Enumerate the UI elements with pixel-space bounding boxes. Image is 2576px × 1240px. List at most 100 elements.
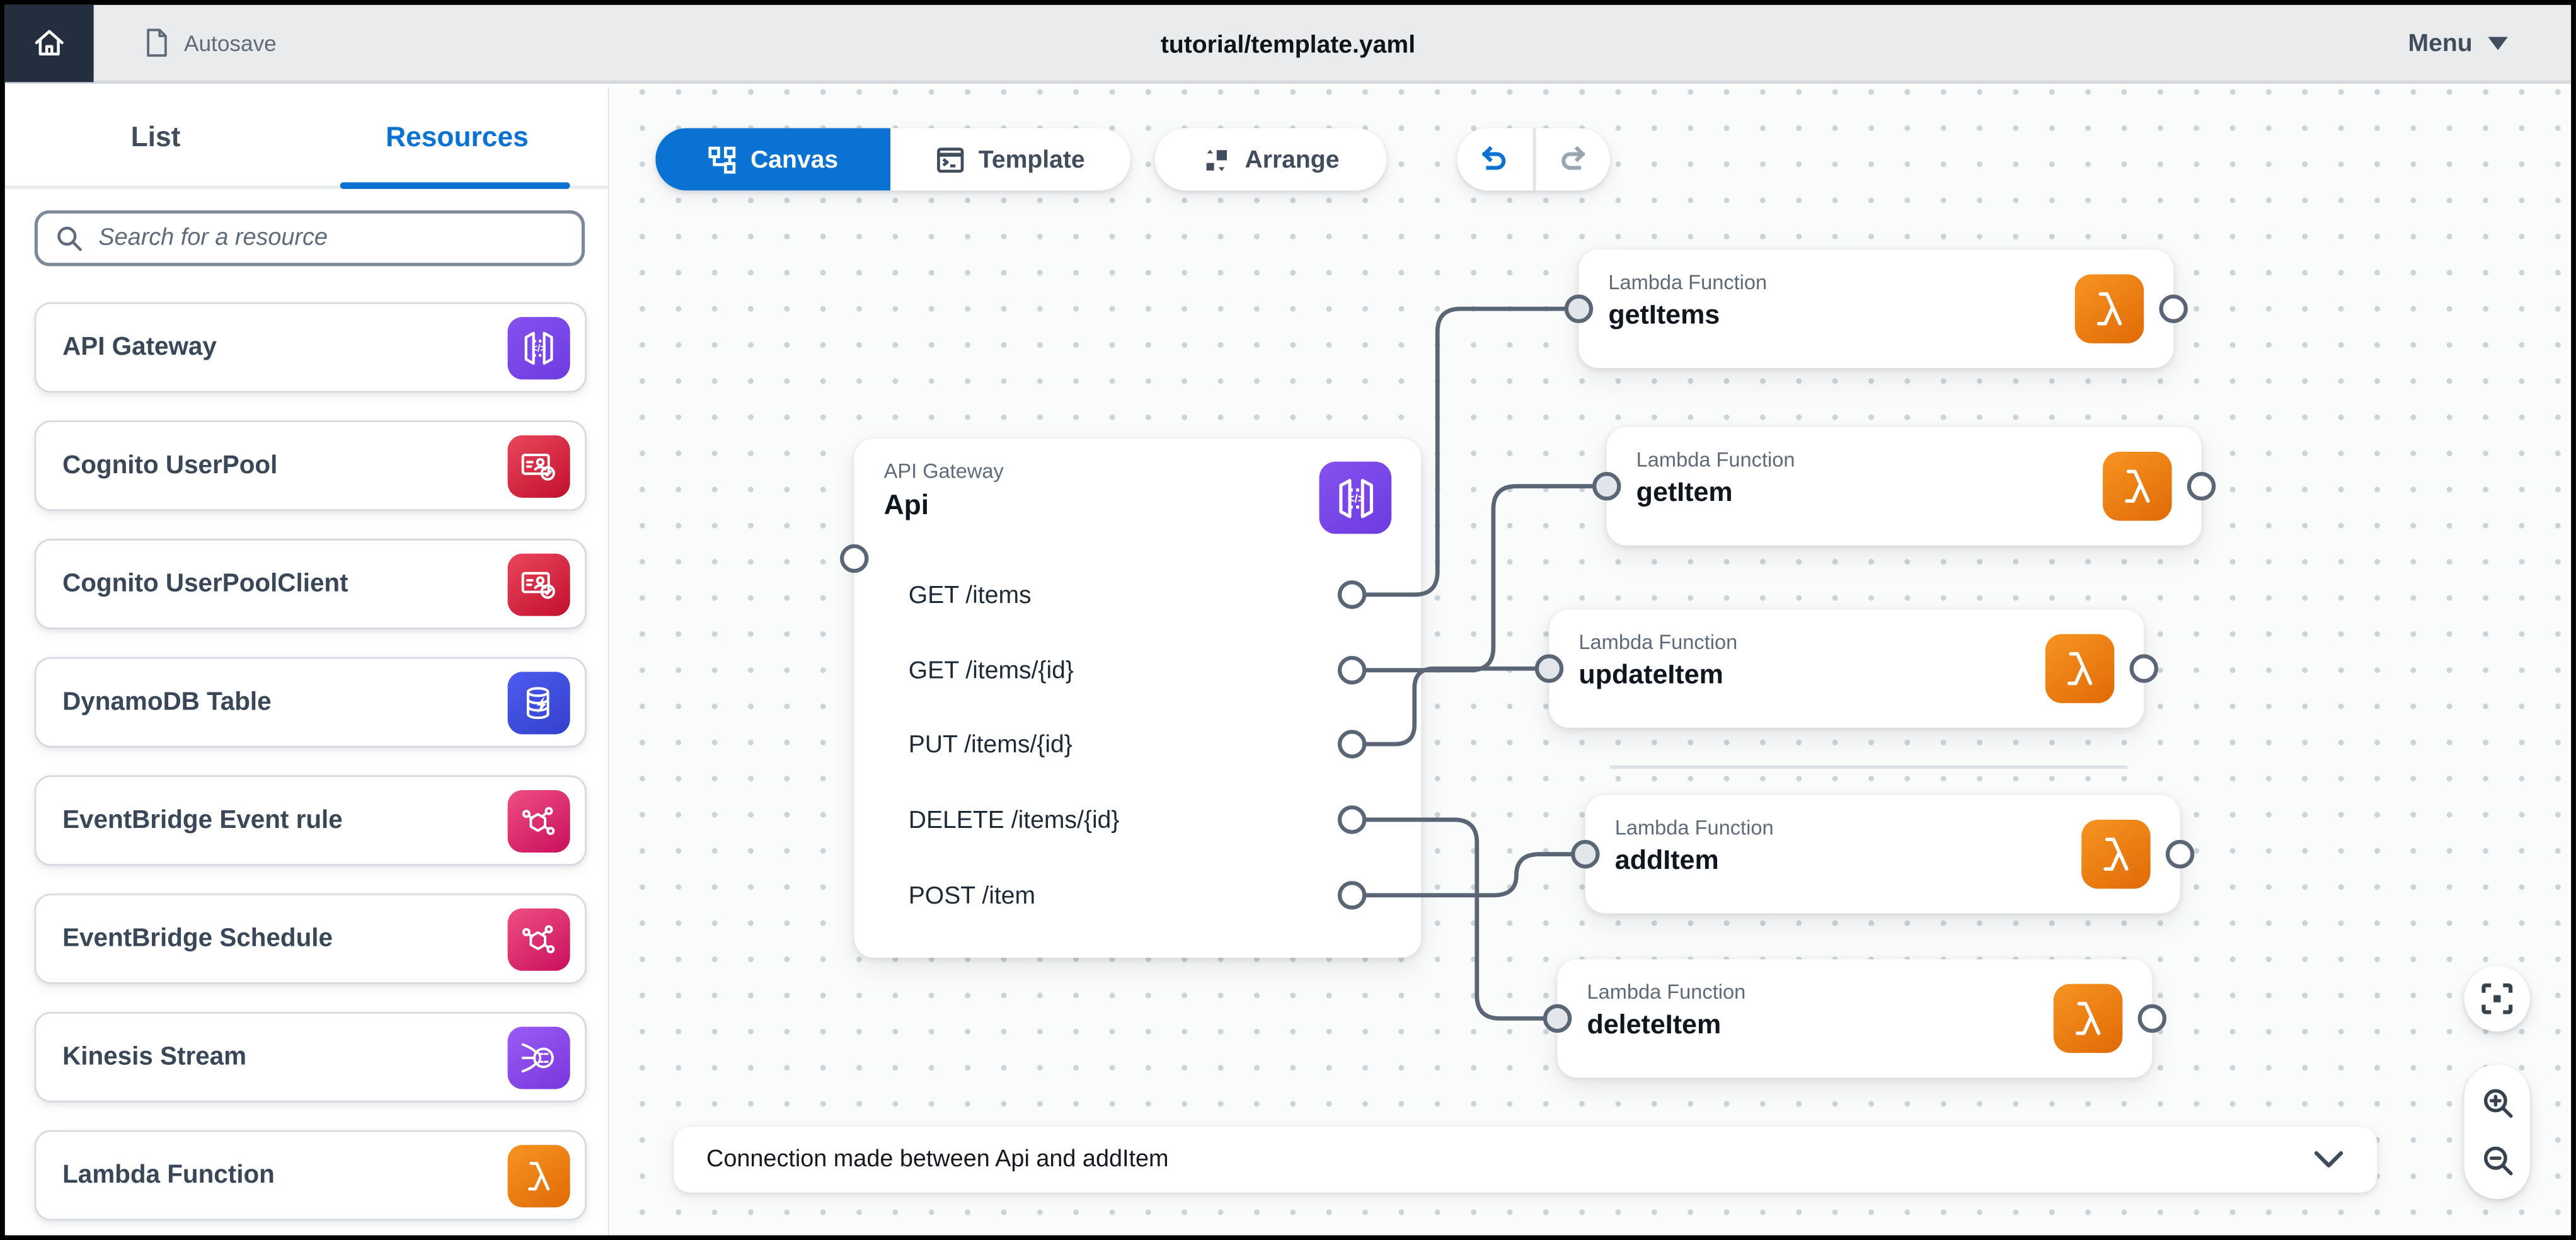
- resource-palette-item[interactable]: Cognito UserPool: [34, 420, 587, 511]
- zoom-out-button[interactable]: [2469, 1133, 2525, 1189]
- file-icon: [143, 28, 171, 57]
- lambda-node-getitems[interactable]: Lambda Function getItems: [1578, 250, 2174, 368]
- arrange-pill: Arrange: [1154, 128, 1387, 191]
- node-name: Api: [883, 489, 929, 521]
- canvas-view-icon: [708, 146, 735, 173]
- resource-label: DynamoDB Table: [62, 687, 272, 716]
- view-toggle: Canvas Template: [655, 128, 1130, 191]
- route-put[interactable]: PUT /items/{id}: [908, 730, 1072, 759]
- fit-view-button[interactable]: [2464, 965, 2530, 1032]
- document-title: tutorial/template.yaml: [1160, 30, 1416, 59]
- sidebar-tabs: List Resources: [4, 87, 608, 189]
- resource-palette-item[interactable]: DynamoDB Table: [34, 657, 587, 748]
- node-type-label: API Gateway: [883, 459, 1004, 483]
- lambda-node-deleteitem[interactable]: Lambda Function deleteItem: [1557, 959, 2153, 1078]
- node-type-label: Lambda Function: [1614, 816, 1774, 840]
- lambda-icon: [2074, 274, 2144, 343]
- redo-button[interactable]: [1535, 128, 1610, 191]
- search-icon: [54, 224, 84, 253]
- arrange-label: Arrange: [1245, 145, 1340, 174]
- lambda-icon: [507, 1144, 570, 1207]
- canvas-view-button[interactable]: Canvas: [655, 128, 891, 191]
- lambda-icon: [2045, 634, 2115, 703]
- resource-label: EventBridge Event rule: [62, 805, 343, 834]
- status-message: Connection made between Api and addItem: [706, 1146, 1169, 1173]
- resource-palette-item[interactable]: EventBridge Event rule: [34, 775, 587, 866]
- resource-label: API Gateway: [62, 332, 217, 361]
- node-type-label: Lambda Function: [1608, 271, 1768, 294]
- template-view-button[interactable]: Template: [890, 128, 1130, 191]
- kinesis-icon: [507, 1026, 570, 1089]
- fit-view-icon: [2481, 982, 2514, 1015]
- lambda-node-getitem[interactable]: Lambda Function getItem: [1606, 427, 2202, 546]
- resource-palette-item[interactable]: Kinesis Stream: [34, 1011, 587, 1103]
- api-gateway-icon: </>: [507, 316, 570, 379]
- resource-label: Kinesis Stream: [62, 1042, 247, 1071]
- lambda-node-additem[interactable]: Lambda Function addItem: [1585, 795, 2180, 914]
- search-input[interactable]: [95, 223, 565, 253]
- node-type-label: Lambda Function: [1636, 448, 1795, 472]
- cognito-userpool-icon: [507, 553, 570, 616]
- resource-label: Lambda Function: [62, 1160, 275, 1189]
- autosave-label: Autosave: [183, 30, 277, 55]
- cognito-userpool-icon: [507, 434, 570, 497]
- route-get[interactable]: GET /items/{id}: [908, 656, 1074, 684]
- route-post[interactable]: POST /item: [908, 881, 1036, 910]
- arrange-icon: [1202, 146, 1230, 173]
- top-bar: Autosave tutorial/template.yaml Menu: [4, 4, 2572, 84]
- undo-icon: [1478, 143, 1511, 176]
- canvas-faint-guide-line: [1609, 765, 2128, 769]
- arrange-button[interactable]: Arrange: [1154, 128, 1387, 191]
- history-divider: [1532, 128, 1536, 191]
- status-bar[interactable]: Connection made between Api and addItem: [673, 1127, 2378, 1193]
- zoom-in-icon: [2480, 1086, 2514, 1120]
- tab-list[interactable]: List: [130, 121, 181, 153]
- node-name: getItem: [1636, 478, 1733, 508]
- route-delete[interactable]: DELETE /items/{id}: [908, 805, 1120, 834]
- resource-palette-item[interactable]: Lambda Function: [34, 1130, 587, 1221]
- active-tab-underline: [340, 182, 570, 189]
- chevron-down-icon[interactable]: [2313, 1150, 2345, 1169]
- resource-palette-item[interactable]: EventBridge Schedule: [34, 893, 587, 984]
- zoom-in-button[interactable]: [2469, 1075, 2525, 1131]
- resource-list: API Gateway </> Cognito UserPool Cognito…: [5, 286, 608, 1221]
- eventbridge-icon: [507, 907, 570, 970]
- zoom-controls: [2464, 1064, 2530, 1200]
- undo-button[interactable]: [1457, 128, 1532, 191]
- node-type-label: Lambda Function: [1578, 631, 1738, 654]
- template-view-icon: [936, 146, 963, 173]
- canvas-view-label: Canvas: [750, 145, 839, 174]
- menu-button[interactable]: Menu: [2408, 29, 2509, 57]
- lambda-node-updateitem[interactable]: Lambda Function updateItem: [1549, 609, 2144, 728]
- home-button[interactable]: [4, 4, 94, 83]
- svg-text:</>: </>: [532, 342, 546, 353]
- resource-label: EventBridge Schedule: [62, 924, 333, 952]
- tab-resources[interactable]: Resources: [386, 121, 529, 153]
- dynamodb-icon: [507, 671, 570, 734]
- api-gateway-icon: </>: [1319, 461, 1392, 534]
- node-name: deleteItem: [1587, 1010, 1722, 1040]
- resource-label: Cognito UserPoolClient: [62, 569, 348, 597]
- redo-icon: [1556, 143, 1589, 176]
- zoom-out-icon: [2480, 1144, 2514, 1178]
- node-name: getItems: [1608, 301, 1720, 331]
- node-type-label: Lambda Function: [1587, 980, 1746, 1004]
- lambda-icon: [2103, 451, 2172, 521]
- lambda-icon: [2081, 819, 2151, 889]
- resource-palette-item[interactable]: API Gateway </>: [34, 302, 587, 393]
- svg-text:</>: </>: [1347, 491, 1364, 504]
- route-get[interactable]: GET /items: [908, 580, 1032, 609]
- resource-search: [34, 210, 585, 267]
- template-view-label: Template: [978, 145, 1085, 174]
- resource-label: Cognito UserPool: [62, 451, 278, 479]
- autosave-indicator[interactable]: Autosave: [143, 28, 277, 57]
- menu-label: Menu: [2408, 28, 2473, 57]
- node-name: addItem: [1614, 846, 1719, 876]
- tabs-divider: [4, 185, 608, 189]
- home-icon: [32, 25, 67, 60]
- resource-sidebar: List Resources API Gateway </> Cognito U…: [4, 87, 610, 1236]
- node-name: updateItem: [1578, 660, 1723, 690]
- resource-palette-item[interactable]: Cognito UserPoolClient: [34, 539, 587, 629]
